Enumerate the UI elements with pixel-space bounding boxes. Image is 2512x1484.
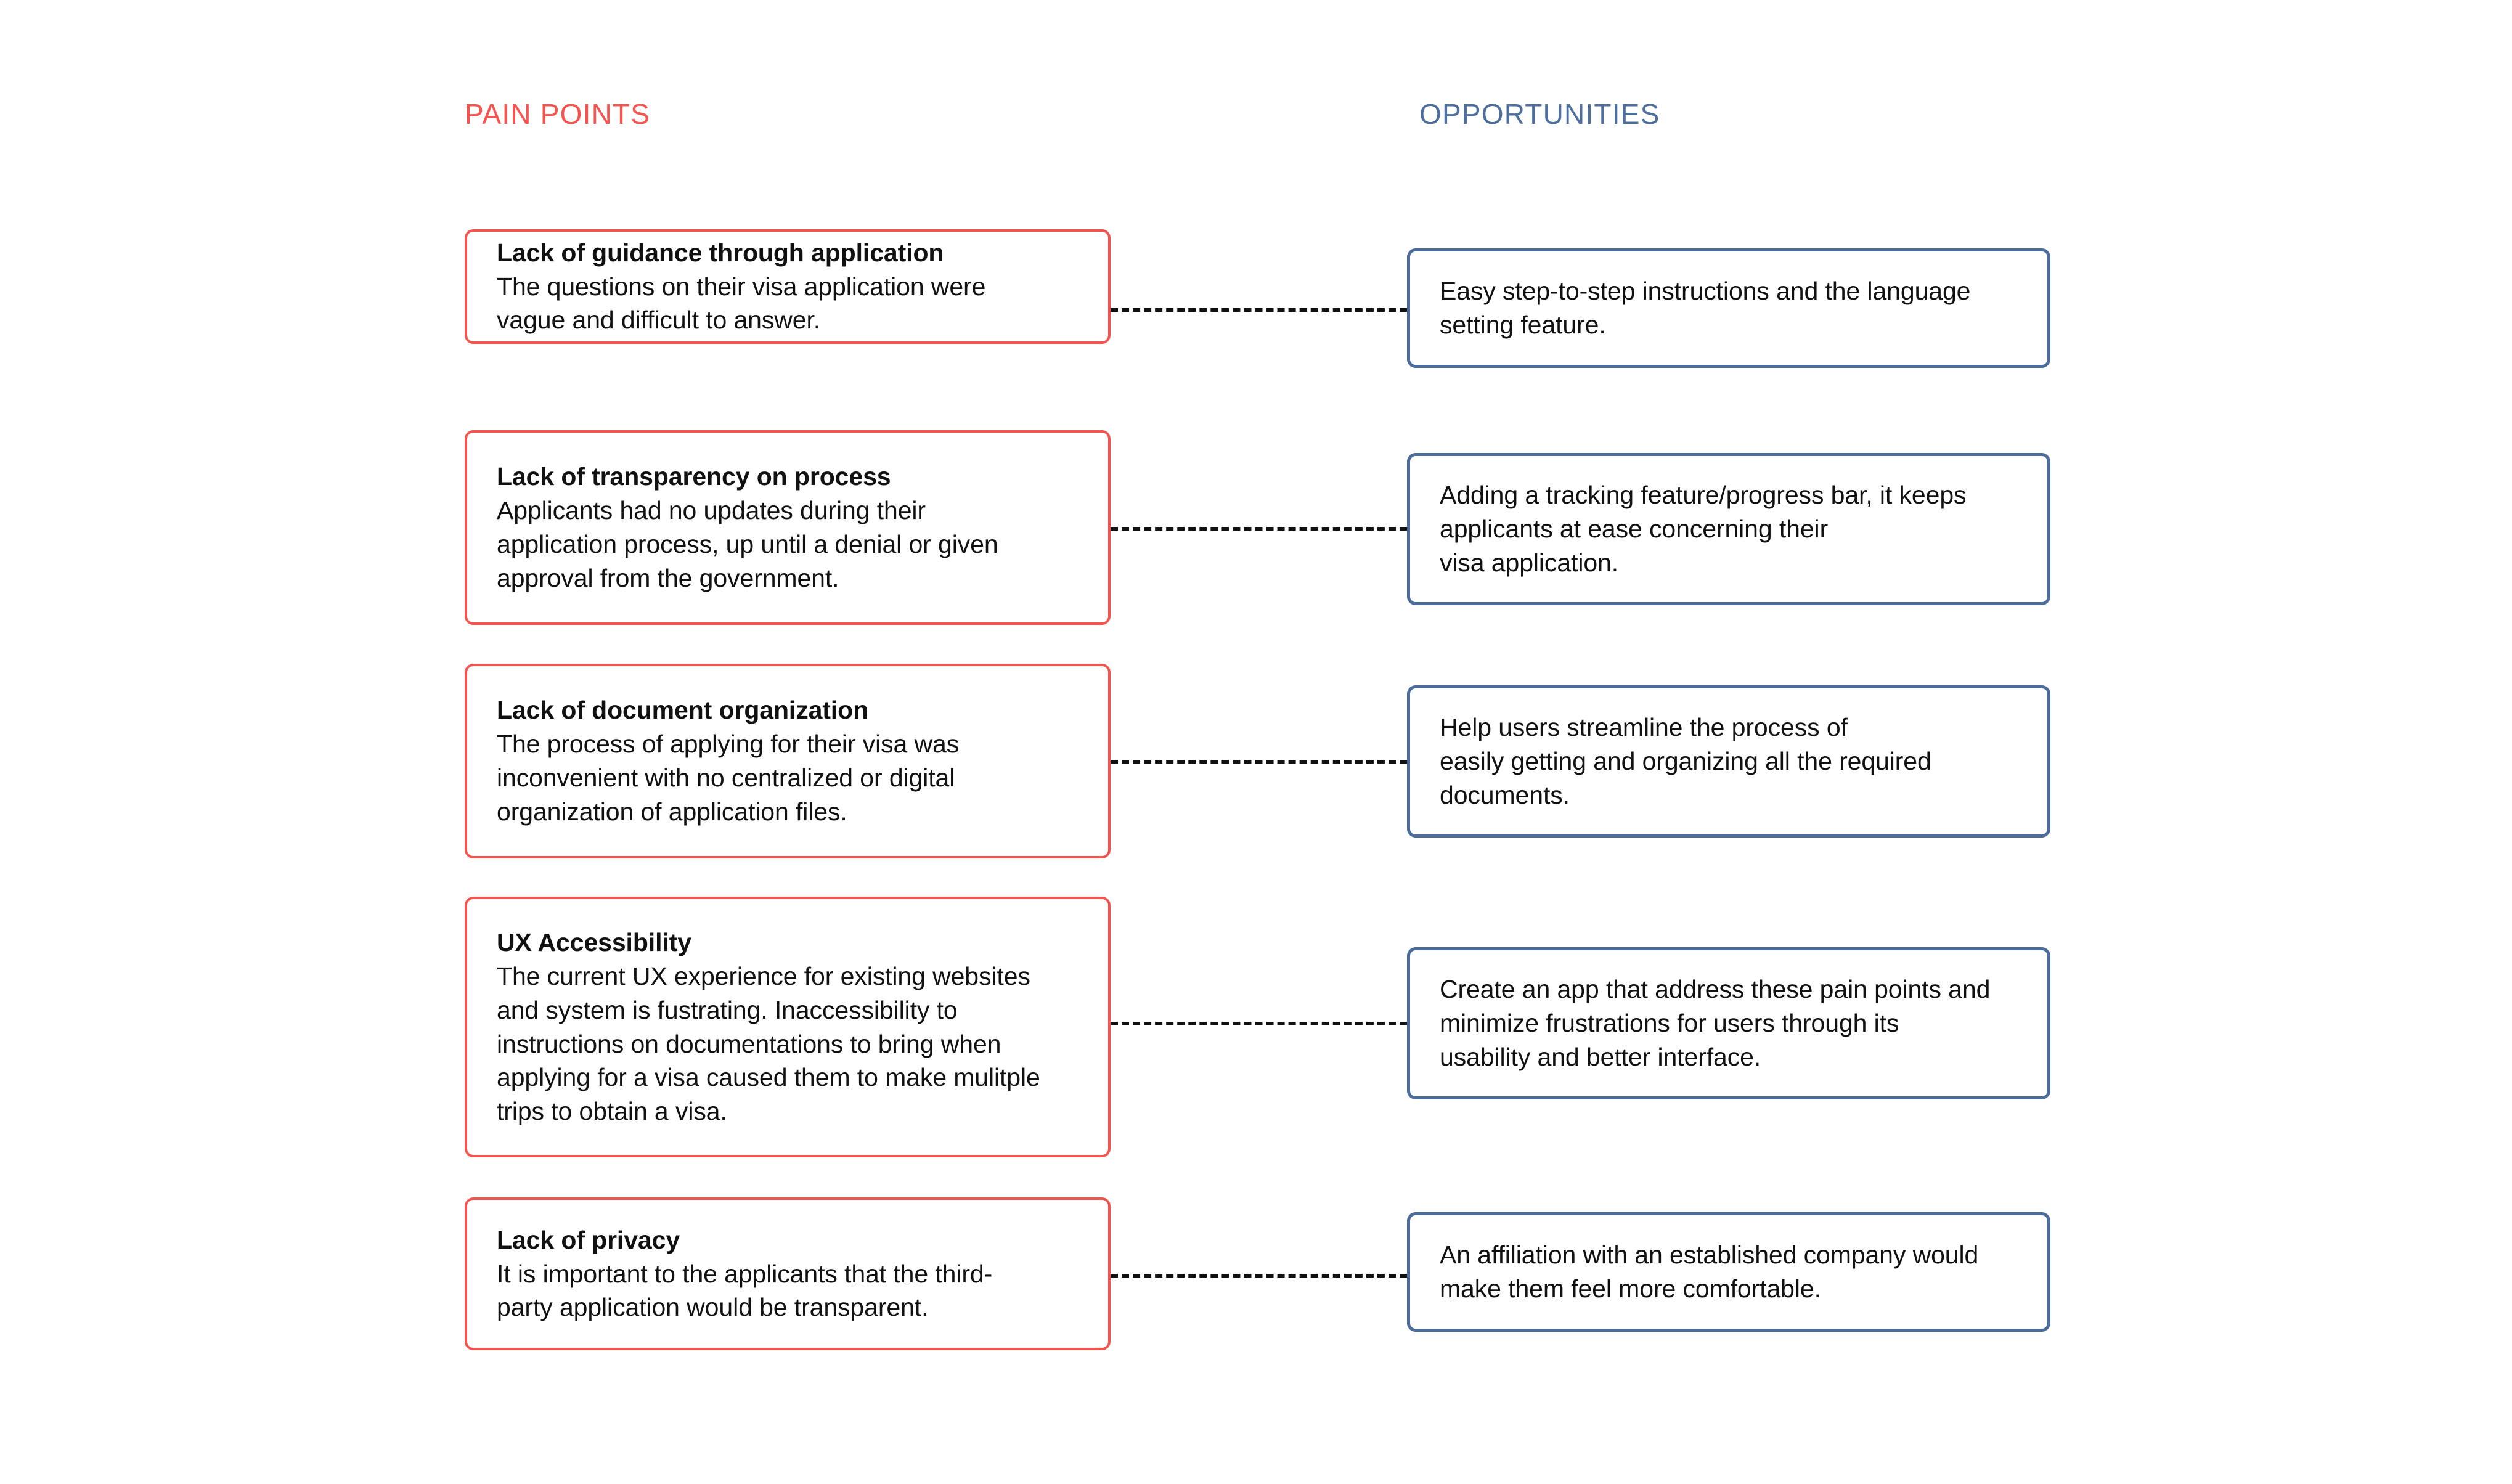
pain-point-card[interactable]: Lack of privacy It is important to the a… bbox=[465, 1197, 1111, 1350]
opportunity-card[interactable]: Create an app that address these pain po… bbox=[1407, 947, 2050, 1099]
opportunity-card[interactable]: Adding a tracking feature/progress bar, … bbox=[1407, 453, 2050, 605]
connector-line bbox=[1111, 308, 1407, 312]
pain-point-card[interactable]: Lack of guidance through application The… bbox=[465, 229, 1111, 344]
opportunity-card[interactable]: An affiliation with an established compa… bbox=[1407, 1212, 2050, 1332]
connector-line bbox=[1111, 527, 1407, 531]
opportunity-body: Adding a tracking feature/progress bar, … bbox=[1440, 481, 1967, 577]
opportunity-body: Create an app that address these pain po… bbox=[1440, 975, 1991, 1071]
connector-line bbox=[1111, 1022, 1407, 1025]
pain-point-title: Lack of guidance through application bbox=[497, 238, 944, 267]
pain-point-title: Lack of privacy bbox=[497, 1225, 680, 1254]
connector-line bbox=[1111, 1274, 1407, 1278]
pain-point-card[interactable]: Lack of transparency on process Applican… bbox=[465, 430, 1111, 625]
opportunity-body: Help users streamline the process of eas… bbox=[1440, 713, 1931, 809]
pain-point-body: The current UX experience for existing w… bbox=[497, 961, 1040, 1126]
pain-point-body: Applicants had no updates during their a… bbox=[497, 496, 998, 592]
pain-point-card[interactable]: Lack of document organization The proces… bbox=[465, 664, 1111, 858]
opportunity-card[interactable]: Help users streamline the process of eas… bbox=[1407, 685, 2050, 838]
pain-point-title: UX Accessibility bbox=[497, 928, 691, 956]
opportunity-body: Easy step-to-step instructions and the l… bbox=[1440, 277, 1971, 339]
opportunity-card[interactable]: Easy step-to-step instructions and the l… bbox=[1407, 248, 2050, 368]
pain-point-body: It is important to the applicants that t… bbox=[497, 1259, 993, 1322]
pain-point-title: Lack of document organization bbox=[497, 696, 869, 725]
pain-point-title: Lack of transparency on process bbox=[497, 462, 891, 491]
connector-line bbox=[1111, 760, 1407, 764]
opportunity-body: An affiliation with an established compa… bbox=[1440, 1241, 1979, 1303]
pain-point-body: The questions on their visa application … bbox=[497, 272, 986, 335]
pain-points-column-heading: PAIN POINTS bbox=[465, 98, 651, 130]
opportunities-column-heading: OPPORTUNITIES bbox=[1419, 98, 1660, 130]
pain-point-body: The process of applying for their visa w… bbox=[497, 730, 960, 826]
pain-point-card[interactable]: UX Accessibility The current UX experien… bbox=[465, 897, 1111, 1157]
